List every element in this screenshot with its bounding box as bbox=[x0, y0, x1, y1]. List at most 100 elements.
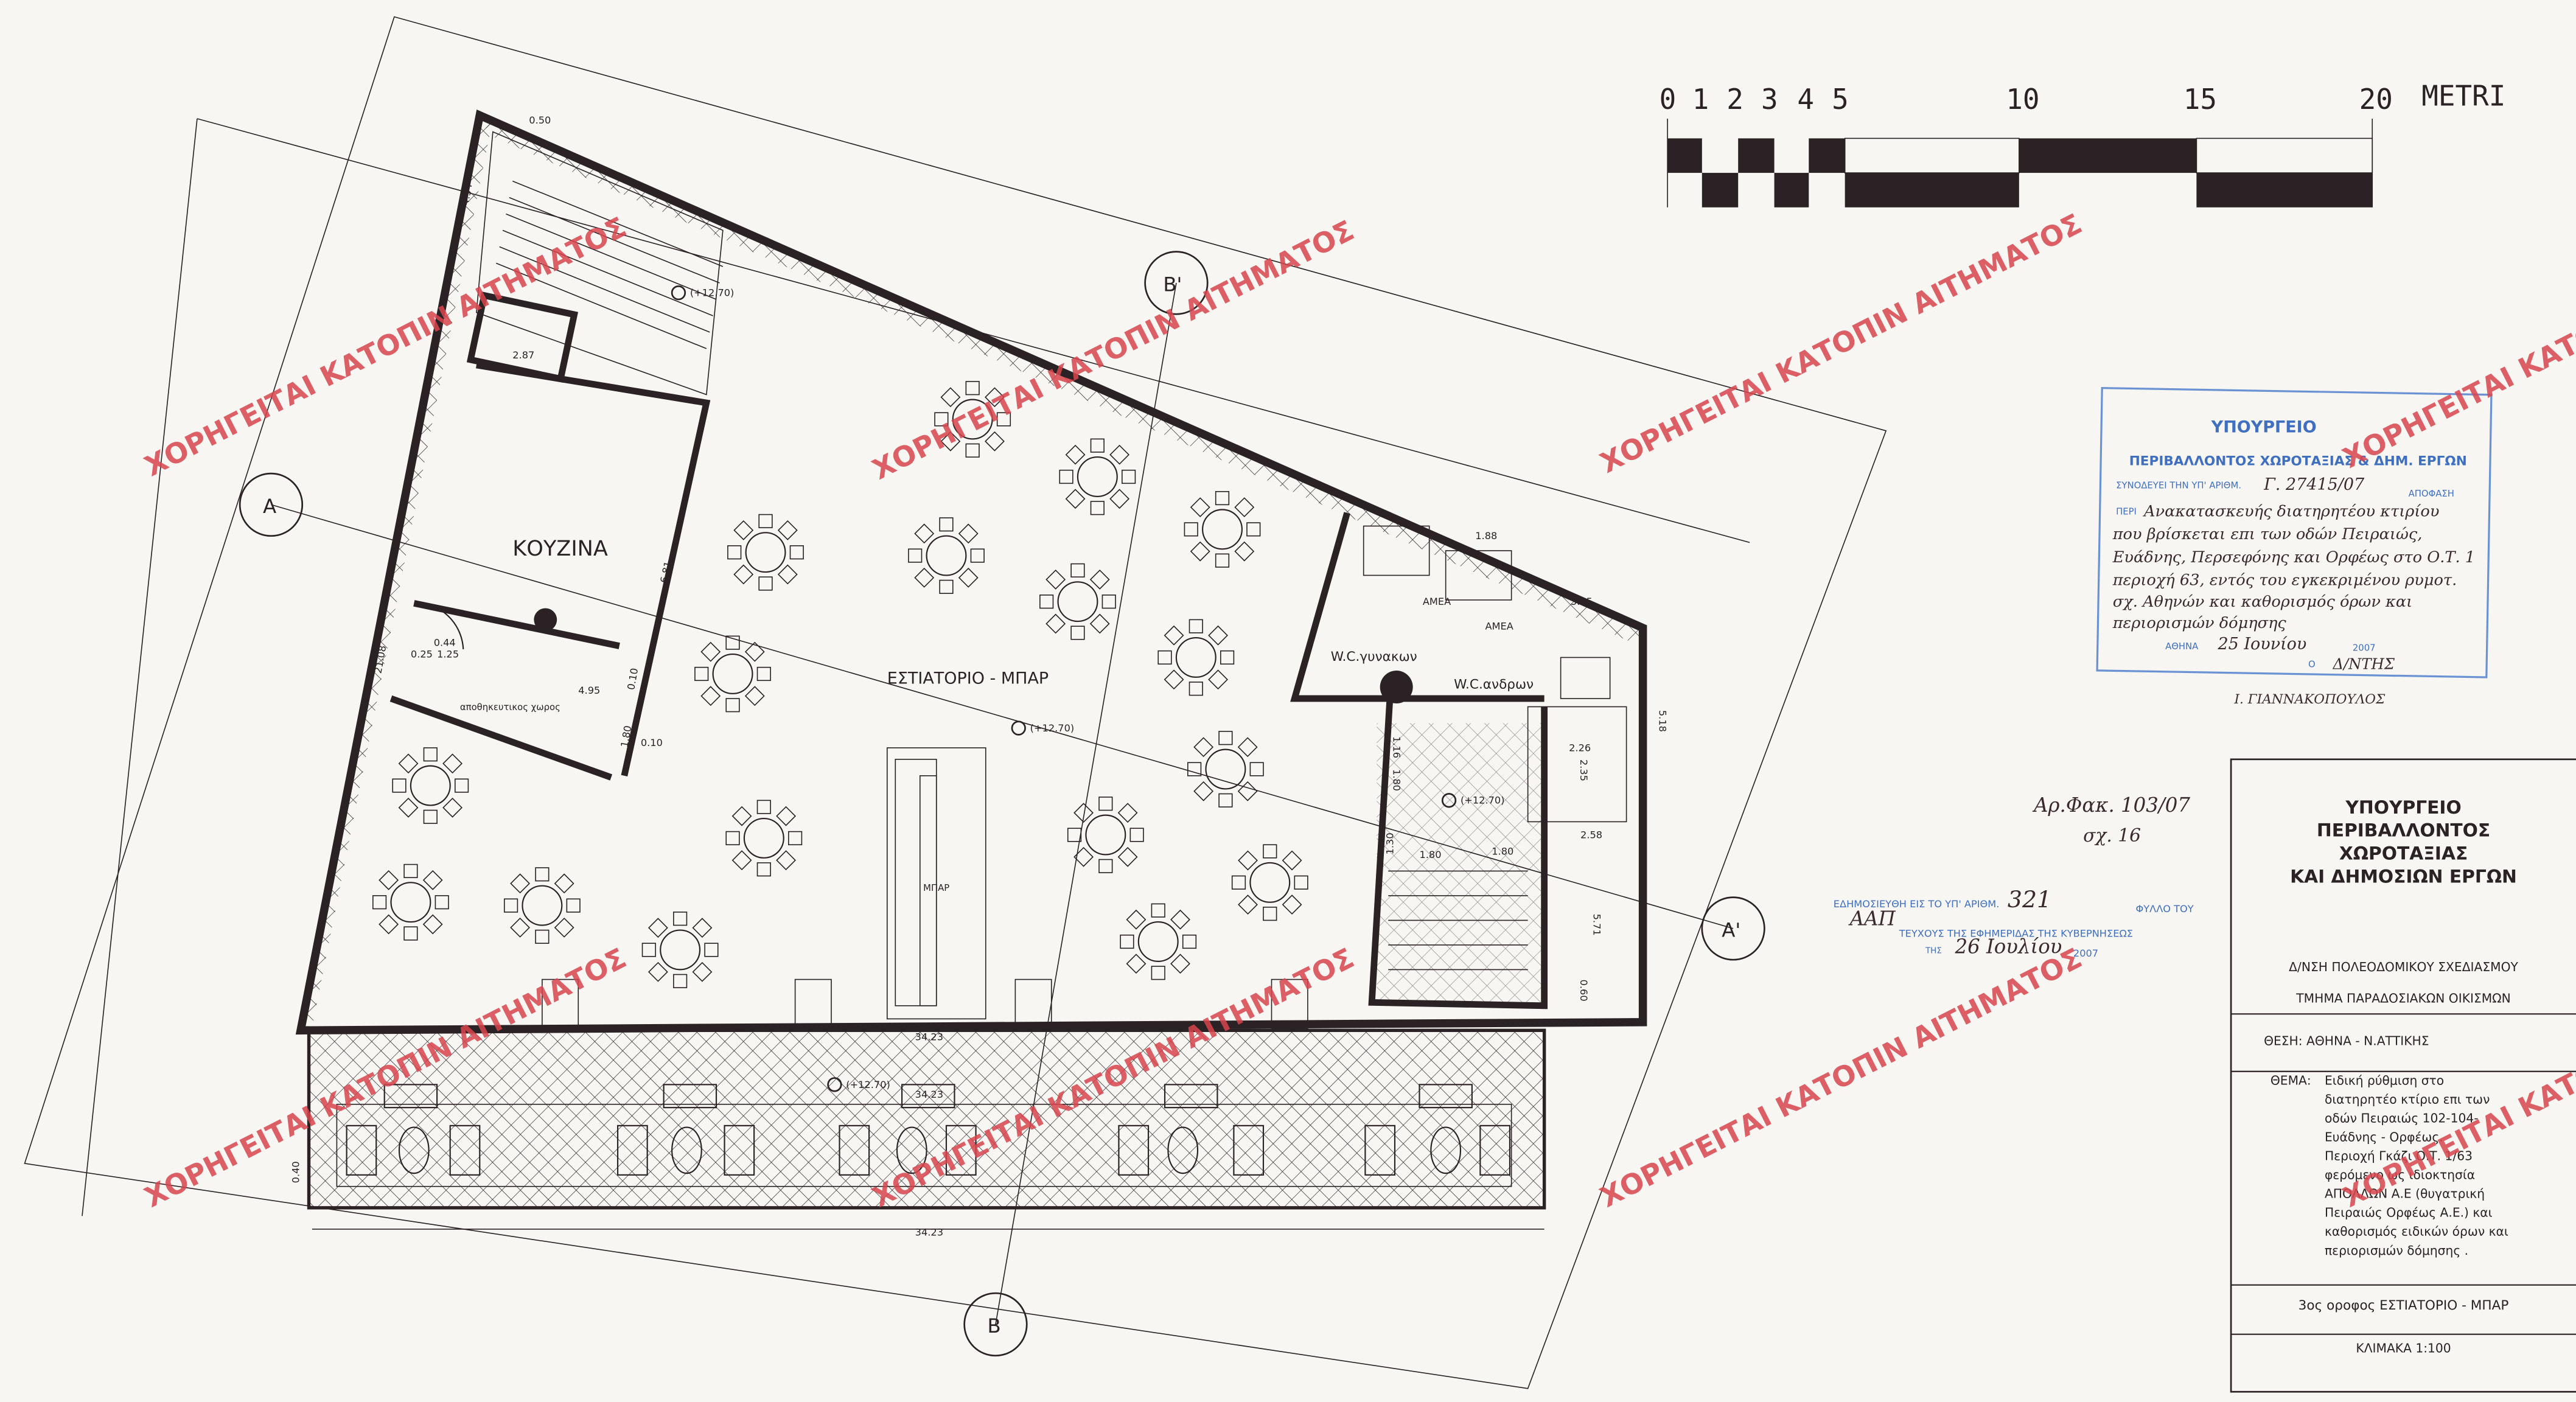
approval-stamp: ΥΠΟΥΡΓΕΙΟ ΠΕΡΙΒΑΛΛΟΝΤΟΣ ΧΩΡΟΤΑΞΙΑΣ & ΔΗΜ… bbox=[2096, 386, 2493, 707]
scale-label-15: 15 bbox=[2183, 83, 2217, 116]
subject-line: Περιοχή Γκάζι Ο.Τ. 1/63 bbox=[2325, 1149, 2473, 1163]
subject-line: Ευάδνης - Ορφέως. bbox=[2325, 1129, 2443, 1144]
round-table bbox=[372, 863, 449, 941]
publication-stamp: ΕΔΗΜΟΣΙΕΥΘΗ ΕΙΣ ΤΟ ΥΠ' ΑΡΙΘΜ. 321 ΦΥΛΛΟ … bbox=[1834, 886, 2194, 959]
armchair bbox=[839, 1125, 870, 1176]
subject-line: φερόμενο ως ιδιοκτησία bbox=[2325, 1168, 2475, 1182]
round-table bbox=[1039, 563, 1116, 640]
svg-text:ΦΥΛΛΟ ΤΟΥ: ΦΥΛΛΟ ΤΟΥ bbox=[2136, 903, 2194, 915]
svg-text:ΣΥΝΟΔΕΥΕΙ ΤΗΝ ΥΠ' ΑΡΙΘΜ.: ΣΥΝΟΔΕΥΕΙ ΤΗΝ ΥΠ' ΑΡΙΘΜ. bbox=[2116, 480, 2241, 490]
subject-line: ΑΠΟΛΛΩΝ Α.Ε (θυγατρική bbox=[2325, 1187, 2485, 1201]
dimension-label: 0.10 bbox=[625, 667, 640, 691]
sofa bbox=[901, 1084, 955, 1109]
svg-text:Ι. ΓΙΑΝΝΑΚΟΠΟΥΛΟΣ: Ι. ΓΙΑΝΝΑΚΟΠΟΥΛΟΣ bbox=[2233, 692, 2386, 707]
svg-text:A': A' bbox=[1722, 918, 1740, 941]
room-label-wc-women: W.C.γυνακων bbox=[1331, 649, 1417, 664]
svg-text:σχ. Αθηνών και καθορισμός όρων: σχ. Αθηνών και καθορισμός όρων και bbox=[2113, 593, 2413, 611]
dimension-label: 0.60 bbox=[1578, 980, 1590, 1002]
round-table bbox=[641, 912, 719, 988]
sheet-number: σχ. 16 bbox=[2083, 825, 2141, 846]
round-table bbox=[1059, 438, 1136, 515]
dimension-label: 1.80 bbox=[1492, 845, 1513, 857]
elevation-markers: (+12.70) (+12.70) (+12.70) (+12.70) bbox=[671, 285, 1505, 1092]
armchair bbox=[1479, 1125, 1511, 1176]
coffee-table bbox=[398, 1126, 430, 1174]
svg-text:ΑΘΗΝΑ: ΑΘΗΝΑ bbox=[2165, 641, 2199, 652]
elevation-label: (+12.70) bbox=[1030, 722, 1075, 734]
coffee-table bbox=[896, 1126, 927, 1174]
dimension-label: 0.25 bbox=[411, 648, 433, 660]
armchair bbox=[1233, 1125, 1265, 1176]
section-marker-b: B bbox=[963, 1292, 1028, 1357]
room-label-kitchen: ΚΟΥΖΙΝΑ bbox=[512, 536, 608, 561]
armchair bbox=[449, 1125, 481, 1176]
armchair bbox=[616, 1125, 648, 1176]
svg-text:B: B bbox=[987, 1314, 1000, 1337]
room-label-storage: αποθηκευτικος χωρος bbox=[460, 702, 560, 713]
sofa bbox=[663, 1084, 717, 1109]
elevation-label: (+12.70) bbox=[1461, 795, 1505, 806]
dimension-label: 1.16 bbox=[1391, 736, 1402, 758]
round-table bbox=[908, 517, 985, 594]
svg-text:περιοχή 63, εντός του εγκεκριμ: περιοχή 63, εντός του εγκεκριμένου ρυμοτ… bbox=[2112, 571, 2457, 590]
svg-text:ΧΩΡΟΤΑΞΙΑΣ: ΧΩΡΟΤΑΞΙΑΣ bbox=[2339, 843, 2468, 865]
round-table bbox=[1184, 490, 1261, 568]
dimension-label: 1.80 bbox=[1419, 849, 1441, 860]
scale-label-4: 4 bbox=[1797, 83, 1814, 116]
dimension-label: 5.18 bbox=[1657, 710, 1669, 732]
dimension-label: 2.58 bbox=[1580, 829, 1602, 840]
svg-text:ΠΕΡΙΒΑΛΛΟΝΤΟΣ: ΠΕΡΙΒΑΛΛΟΝΤΟΣ bbox=[2317, 820, 2490, 842]
scale-label-20: 20 bbox=[2359, 83, 2393, 116]
armchair bbox=[724, 1125, 755, 1176]
scale-label-2: 2 bbox=[1726, 83, 1744, 116]
room-label-accessible-2: ΑΜΕΑ bbox=[1485, 621, 1513, 632]
sofa bbox=[383, 1084, 438, 1109]
subject-line: Πειραιώς Ορφέως Α.Ε.) και bbox=[2325, 1205, 2493, 1220]
svg-text:Ο: Ο bbox=[2308, 660, 2316, 670]
scale-bar: 0 1 2 3 4 5 10 15 20 METRI bbox=[1660, 79, 2505, 208]
armchair bbox=[945, 1125, 977, 1176]
svg-text:ΚΛΙΜΑΚΑ 1:100: ΚΛΙΜΑΚΑ 1:100 bbox=[2356, 1341, 2451, 1355]
dimension-label: 1.80 bbox=[1391, 769, 1402, 791]
dimension-label: 34.23 bbox=[915, 1031, 943, 1042]
dimension-label: 3.45 bbox=[1571, 596, 1593, 607]
round-table bbox=[934, 381, 1011, 458]
elevation-label: (+12.70) bbox=[846, 1079, 890, 1090]
round-table bbox=[725, 800, 803, 877]
dimension-label: 0.40 bbox=[290, 1161, 301, 1183]
coffee-table bbox=[671, 1126, 702, 1174]
room-label-wc-men: W.C.ανδρων bbox=[1454, 677, 1534, 692]
dimension-label: 2.35 bbox=[1578, 759, 1590, 781]
dimension-label: 5.71 bbox=[1591, 914, 1603, 936]
dimension-label: 34.23 bbox=[915, 1227, 943, 1238]
dimension-label: 34.23 bbox=[915, 1089, 943, 1100]
room-label-restaurant: ΕΣΤΙΑΤΟΡΙΟ - ΜΠΑΡ bbox=[887, 669, 1049, 688]
svg-text:B': B' bbox=[1163, 273, 1182, 296]
svg-text:Ευάδνης, Περσεφόνης και Ορφέως: Ευάδνης, Περσεφόνης και Ορφέως στο Ο.Τ. … bbox=[2112, 548, 2475, 567]
armchair bbox=[1118, 1125, 1150, 1176]
svg-text:ΚΑΙ ΔΗΜΟΣΙΩΝ ΕΡΓΩΝ: ΚΑΙ ΔΗΜΟΣΙΩΝ ΕΡΓΩΝ bbox=[2290, 866, 2517, 887]
scale-label-10: 10 bbox=[2006, 83, 2039, 116]
dimension-label: 4.95 bbox=[578, 685, 600, 696]
scale-label-0: 0 bbox=[1660, 83, 1677, 116]
section-marker-b-prime: B' bbox=[1144, 251, 1209, 315]
round-table bbox=[694, 635, 771, 713]
subject-line: περιορισμών δόμησης . bbox=[2325, 1243, 2468, 1258]
subject-line: οδών Πειραιώς 102-104- bbox=[2325, 1111, 2479, 1125]
elevation-label: (+12.70) bbox=[690, 287, 735, 299]
svg-text:321: 321 bbox=[2008, 886, 2051, 913]
round-table bbox=[1120, 903, 1197, 980]
svg-text:ΥΠΟΥΡΓΕΙΟ: ΥΠΟΥΡΓΕΙΟ bbox=[2211, 418, 2317, 437]
subject-line: Ειδική ρύθμιση στο bbox=[2325, 1073, 2444, 1087]
svg-text:2007: 2007 bbox=[2353, 643, 2376, 654]
svg-text:25 Ιουνίου: 25 Ιουνίου bbox=[2217, 635, 2306, 654]
svg-text:26 Ιουλίου: 26 Ιουλίου bbox=[1955, 935, 2062, 958]
dimension-label: 0.44 bbox=[434, 637, 456, 649]
file-number: Αρ.Φακ. 103/07 bbox=[2032, 793, 2190, 817]
dimension-label: 1.25 bbox=[437, 648, 459, 660]
dimension-label: 2.87 bbox=[512, 349, 534, 361]
title-block: ΥΠΟΥΡΓΕΙΟ ΠΕΡΙΒΑΛΛΟΝΤΟΣ ΧΩΡΟΤΑΞΙΑΣ ΚΑΙ Δ… bbox=[2230, 758, 2576, 1393]
sofa bbox=[1164, 1084, 1218, 1109]
armchair bbox=[1364, 1125, 1396, 1176]
